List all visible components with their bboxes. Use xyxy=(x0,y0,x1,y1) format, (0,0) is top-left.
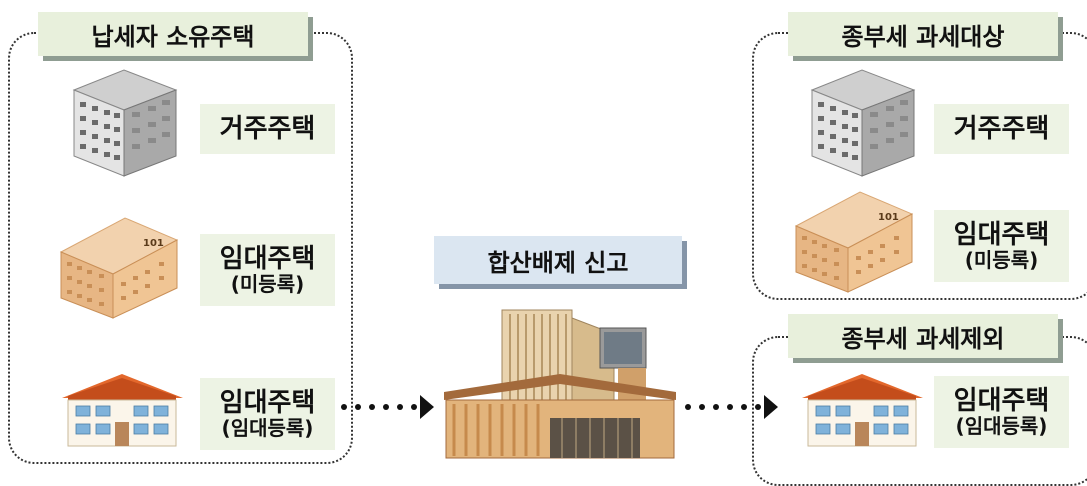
government-building-icon xyxy=(444,309,676,459)
house-icon xyxy=(62,374,183,447)
left-item-residence: 거주주택 xyxy=(200,104,335,154)
house-icon xyxy=(802,374,923,447)
brick-building-icon: 101 xyxy=(794,191,914,293)
svg-text:101: 101 xyxy=(143,238,164,249)
right-top-item-rental-unregistered: 임대주택 (미등록) xyxy=(934,210,1069,282)
apartment-building-icon xyxy=(72,69,178,177)
dotted-arrow-icon xyxy=(341,395,434,419)
right-bottom-item-rental-registered-label: 임대주택 xyxy=(953,385,1050,416)
left-panel-title: 납세자 소유주택 xyxy=(38,12,308,56)
left-item-rental-registered: 임대주택 (임대등록) xyxy=(200,378,335,450)
dotted-arrow-icon xyxy=(685,395,778,419)
left-item-rental-unregistered: 임대주택 (미등록) xyxy=(200,234,335,306)
right-bottom-title: 종부세 과세제외 xyxy=(788,314,1058,358)
left-item-rental-unregistered-sub: (미등록) xyxy=(230,272,305,297)
right-top-item-rental-unregistered-sub: (미등록) xyxy=(964,248,1039,273)
right-top-title: 종부세 과세대상 xyxy=(788,12,1058,56)
right-bottom-item-rental-registered-sub: (임대등록) xyxy=(955,414,1048,439)
left-item-rental-unregistered-label: 임대주택 xyxy=(219,243,316,274)
left-item-rental-registered-sub: (임대등록) xyxy=(221,416,314,441)
right-top-item-rental-unregistered-label: 임대주택 xyxy=(953,219,1050,250)
right-top-item-residence: 거주주택 xyxy=(934,104,1069,154)
left-item-rental-registered-label: 임대주택 xyxy=(219,387,316,418)
brick-building-icon: 101 xyxy=(59,217,179,319)
left-item-residence-label: 거주주택 xyxy=(219,113,316,144)
center-title: 합산배제 신고 xyxy=(434,236,682,284)
svg-text:101: 101 xyxy=(878,212,899,223)
right-top-item-residence-label: 거주주택 xyxy=(953,113,1050,144)
apartment-building-icon xyxy=(810,69,916,177)
right-bottom-item-rental-registered: 임대주택 (임대등록) xyxy=(934,376,1069,448)
